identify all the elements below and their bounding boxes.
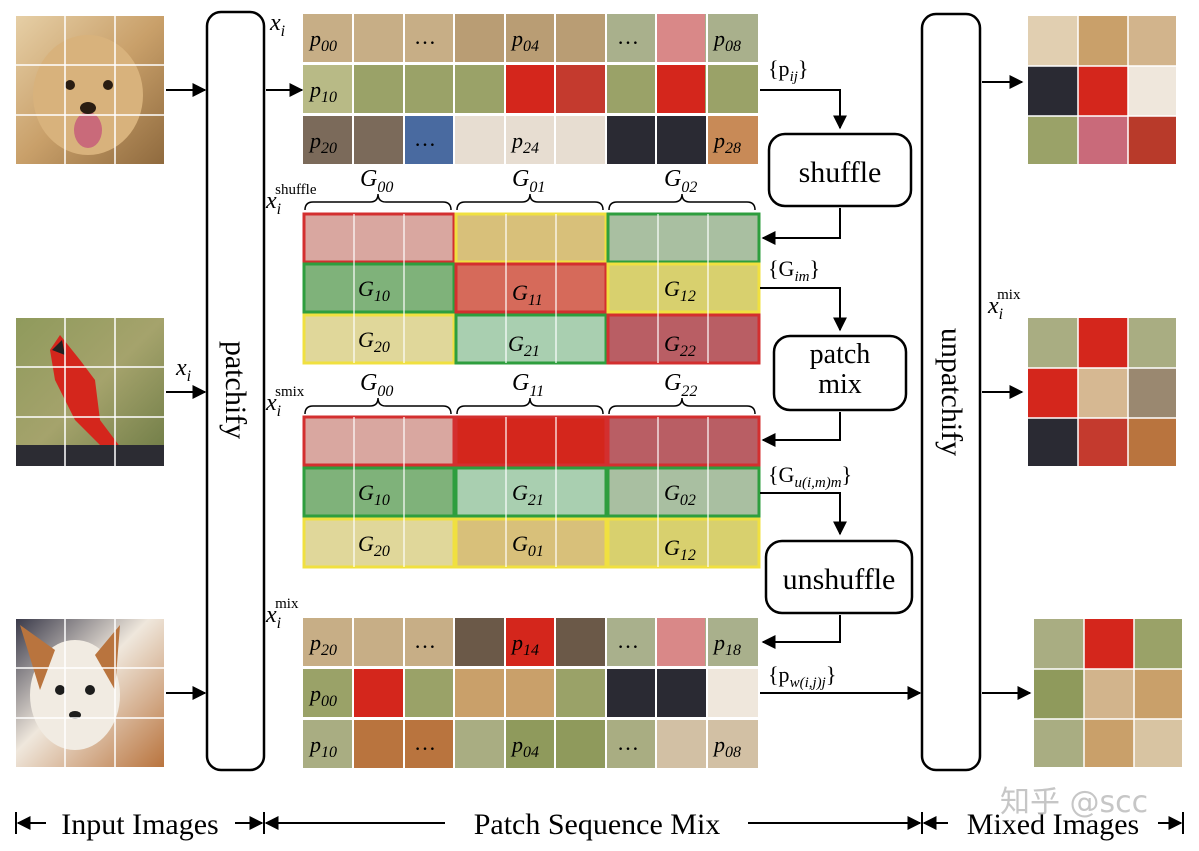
svg-text:G02: G02 — [664, 166, 697, 196]
patch-sequence-mix-label: Patch Sequence Mix — [474, 808, 721, 841]
ellipsis: … — [617, 24, 639, 49]
input-images-label: Input Images — [61, 808, 218, 841]
svg-text:G10: G10 — [358, 276, 390, 305]
shuffle-group-labels: G10 G11 G12 G20 G21 G22 — [358, 276, 696, 360]
svg-text:G01: G01 — [512, 166, 545, 196]
svg-text:G12: G12 — [664, 276, 696, 305]
x-shuffle-label: xishuffle — [265, 182, 317, 218]
arrow-xi-to-shuffle — [760, 89, 847, 130]
mixed-images-label: Mixed Images — [967, 808, 1139, 841]
svg-text:G22: G22 — [664, 331, 696, 360]
patch-mix-label-1: patch — [810, 339, 871, 370]
smix-group-headers: G00 G11 G22 — [360, 370, 697, 400]
unshuffle-block — [764, 539, 914, 615]
svg-text:G02: G02 — [664, 480, 696, 509]
x-mix-output-label: ximix — [987, 287, 1021, 323]
xmix-patch-sequence — [303, 618, 758, 768]
xi-patch-sequence — [303, 14, 758, 164]
output-image-3 — [1034, 619, 1182, 767]
pw-label: {pw(i,j)j} — [768, 662, 836, 691]
svg-text:G21: G21 — [512, 480, 544, 509]
svg-text:G01: G01 — [512, 531, 544, 560]
output-image-2 — [1028, 318, 1176, 466]
svg-text:p10: p10 — [308, 732, 337, 761]
svg-text:G00: G00 — [360, 370, 393, 400]
svg-text:G10: G10 — [358, 480, 390, 509]
patch-label-p08: p08 — [712, 26, 741, 55]
patchify-block — [205, 10, 266, 772]
shuffle-group-headers: G00 G01 G02 — [360, 166, 697, 196]
svg-text:G00: G00 — [360, 166, 393, 196]
svg-text:p20: p20 — [308, 630, 337, 659]
patch-label-p04: p04 — [510, 26, 539, 55]
patch-label-p28: p28 — [712, 128, 741, 157]
xi-patch-labels: p00 … p04 … p08 p10 p20 … p24 p28 — [308, 24, 741, 157]
patch-label-p10: p10 — [308, 77, 337, 106]
svg-text:…: … — [414, 730, 436, 755]
svg-text:p00: p00 — [308, 681, 337, 710]
output-image-1 — [1028, 16, 1176, 164]
input-image-dog — [16, 16, 164, 164]
bottom-span-arrows — [15, 812, 1184, 834]
patch-mix-label-2: mix — [818, 369, 862, 400]
input-image-chihuahua — [16, 619, 164, 767]
svg-text:G20: G20 — [358, 531, 390, 560]
shuffle-label: shuffle — [799, 156, 882, 189]
svg-text:G11: G11 — [512, 370, 544, 400]
patch-label-p24: p24 — [510, 128, 539, 157]
gu-label: {Gu(i,m)m} — [768, 462, 852, 491]
patch-label-p20: p20 — [308, 128, 337, 157]
shuffle-braces — [304, 193, 756, 211]
arrow-groups-to-patchmix — [760, 287, 847, 332]
pij-label: {pij} — [768, 56, 808, 85]
x-smix-label: xismix — [265, 384, 305, 420]
svg-text:…: … — [617, 730, 639, 755]
unpatchify-label: unpatchify — [935, 328, 968, 456]
arrow-unshuffle-to-xmix — [761, 615, 841, 649]
svg-text:G12: G12 — [664, 535, 696, 564]
patch-mix-block — [772, 334, 908, 412]
smix-group-labels: G10 G21 G02 G20 G01 G12 — [358, 480, 696, 564]
ellipsis: … — [414, 24, 436, 49]
xi-input-label: xi — [175, 355, 191, 385]
shuffle-group-grid — [302, 212, 761, 365]
input-image-cardinal — [16, 318, 164, 466]
svg-text:…: … — [617, 628, 639, 653]
gim-label: {Gim} — [768, 256, 820, 285]
xi-top-label: xi — [269, 10, 285, 40]
svg-text:…: … — [414, 628, 436, 653]
svg-text:p08: p08 — [712, 732, 741, 761]
unshuffle-label: unshuffle — [783, 563, 896, 596]
svg-text:p04: p04 — [510, 732, 539, 761]
arrow-patchmix-to-smix — [761, 412, 841, 447]
unpatchify-block — [920, 12, 982, 772]
svg-text:G11: G11 — [512, 280, 543, 309]
svg-text:G22: G22 — [664, 370, 697, 400]
svg-text:G20: G20 — [358, 327, 390, 356]
ellipsis: … — [414, 126, 436, 151]
patchify-label: patchify — [219, 341, 252, 439]
svg-text:p14: p14 — [510, 630, 539, 659]
svg-text:p18: p18 — [712, 630, 741, 659]
arrow-smix-to-unshuffle — [760, 492, 847, 536]
input-grid-lines — [16, 16, 164, 767]
svg-text:G21: G21 — [508, 331, 540, 360]
smix-group-grid — [302, 415, 761, 569]
xmix-patch-labels: p20 … p14 … p18 p00 p10 … p04 … p08 — [308, 628, 741, 761]
patch-label-p00: p00 — [308, 26, 337, 55]
x-mix-label: ximix — [265, 596, 299, 632]
smix-braces — [304, 397, 756, 415]
watermark: 知乎 @scc — [1000, 785, 1148, 820]
arrow-shuffle-to-groups — [761, 208, 841, 245]
shuffle-block — [767, 132, 913, 208]
